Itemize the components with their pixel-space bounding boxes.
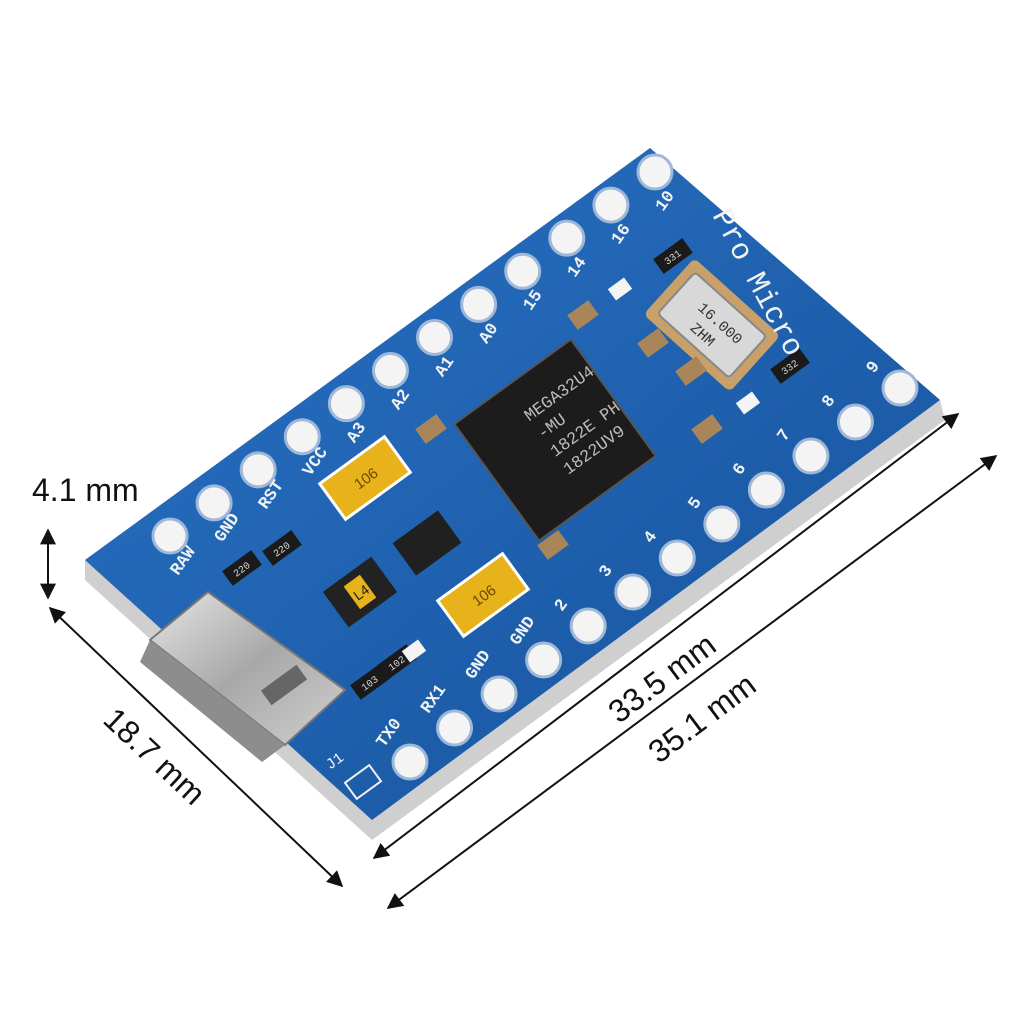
top-pin-pad [371, 352, 409, 390]
bottom-pin-pad [836, 403, 874, 441]
top-pin-pad [195, 484, 233, 522]
top-pin-pad [416, 318, 454, 356]
top-pin-pad [151, 517, 189, 555]
length-dimension-line [386, 455, 998, 909]
bottom-pin-pad [569, 607, 607, 645]
top-pin-pad [327, 385, 365, 423]
top-pin-pad [283, 418, 321, 456]
bottom-pin-pad [703, 505, 741, 543]
top-pin-pad [504, 252, 542, 290]
bottom-pin-pad [480, 675, 518, 713]
bottom-pin-pad [658, 539, 696, 577]
top-pin-pad [548, 219, 586, 257]
bottom-pin-pad [881, 369, 919, 407]
height-dimension-label: 4.1 mm [32, 472, 139, 508]
top-pin-pad [239, 451, 277, 489]
top-pin-pad [460, 285, 498, 323]
bottom-pin-pad [747, 471, 785, 509]
bottom-pin-pad [525, 641, 563, 679]
bottom-pin-pad [614, 573, 652, 611]
top-pin-pad [636, 153, 674, 191]
bottom-pin-pad [391, 743, 429, 781]
width-dimension-line [48, 606, 344, 888]
top-pin-pad [592, 186, 630, 224]
crystal-oscillator: 16.000 ZHM [645, 260, 779, 390]
bottom-pin-pad [436, 709, 474, 747]
dimension-lines [40, 413, 998, 909]
bottom-pin-pad [792, 437, 830, 475]
